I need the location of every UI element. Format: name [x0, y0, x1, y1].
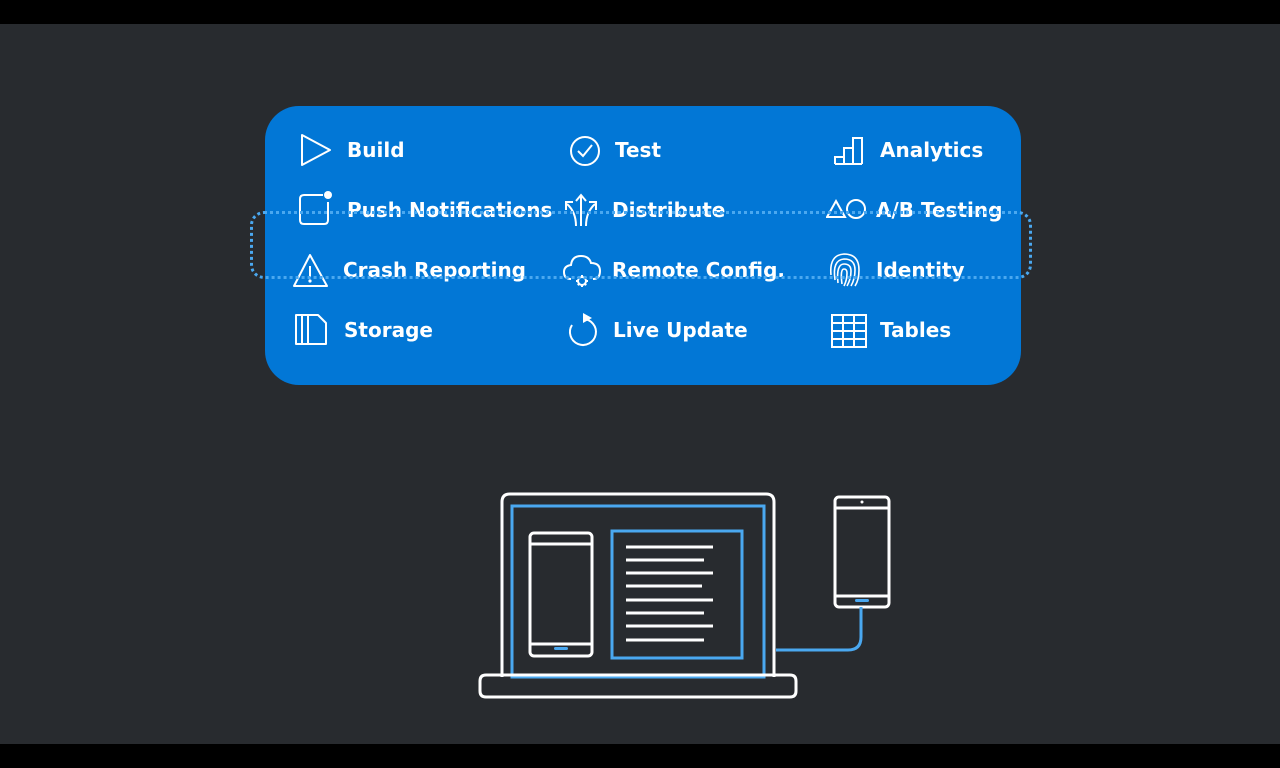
slide-canvas: Build Test Analytics Push Notifications … — [0, 24, 1280, 744]
phone-icon — [833, 495, 891, 609]
storage-icon — [295, 314, 327, 345]
laptop-icon — [478, 492, 798, 699]
cable-connector — [776, 607, 863, 652]
service-label: Distribute — [612, 198, 726, 222]
service-label: Push Notifications — [347, 198, 553, 222]
table-grid-icon — [831, 314, 867, 348]
triangle-circle-icon — [826, 198, 866, 219]
warning-triangle-icon — [293, 254, 328, 287]
bar-chart-icon — [834, 137, 863, 165]
service-label: Live Update — [613, 318, 748, 342]
service-label: Storage — [344, 318, 433, 342]
service-label: Analytics — [880, 138, 984, 162]
check-circle-icon — [570, 136, 600, 166]
play-icon — [301, 134, 331, 166]
service-label: Test — [615, 138, 662, 162]
notification-icon — [299, 191, 332, 225]
service-label: Tables — [880, 318, 952, 342]
devices-illustration — [478, 492, 891, 699]
refresh-icon — [569, 313, 597, 346]
service-label: Build — [347, 138, 405, 162]
service-label: A/B Testing — [876, 198, 1003, 222]
services-panel — [265, 106, 1021, 385]
